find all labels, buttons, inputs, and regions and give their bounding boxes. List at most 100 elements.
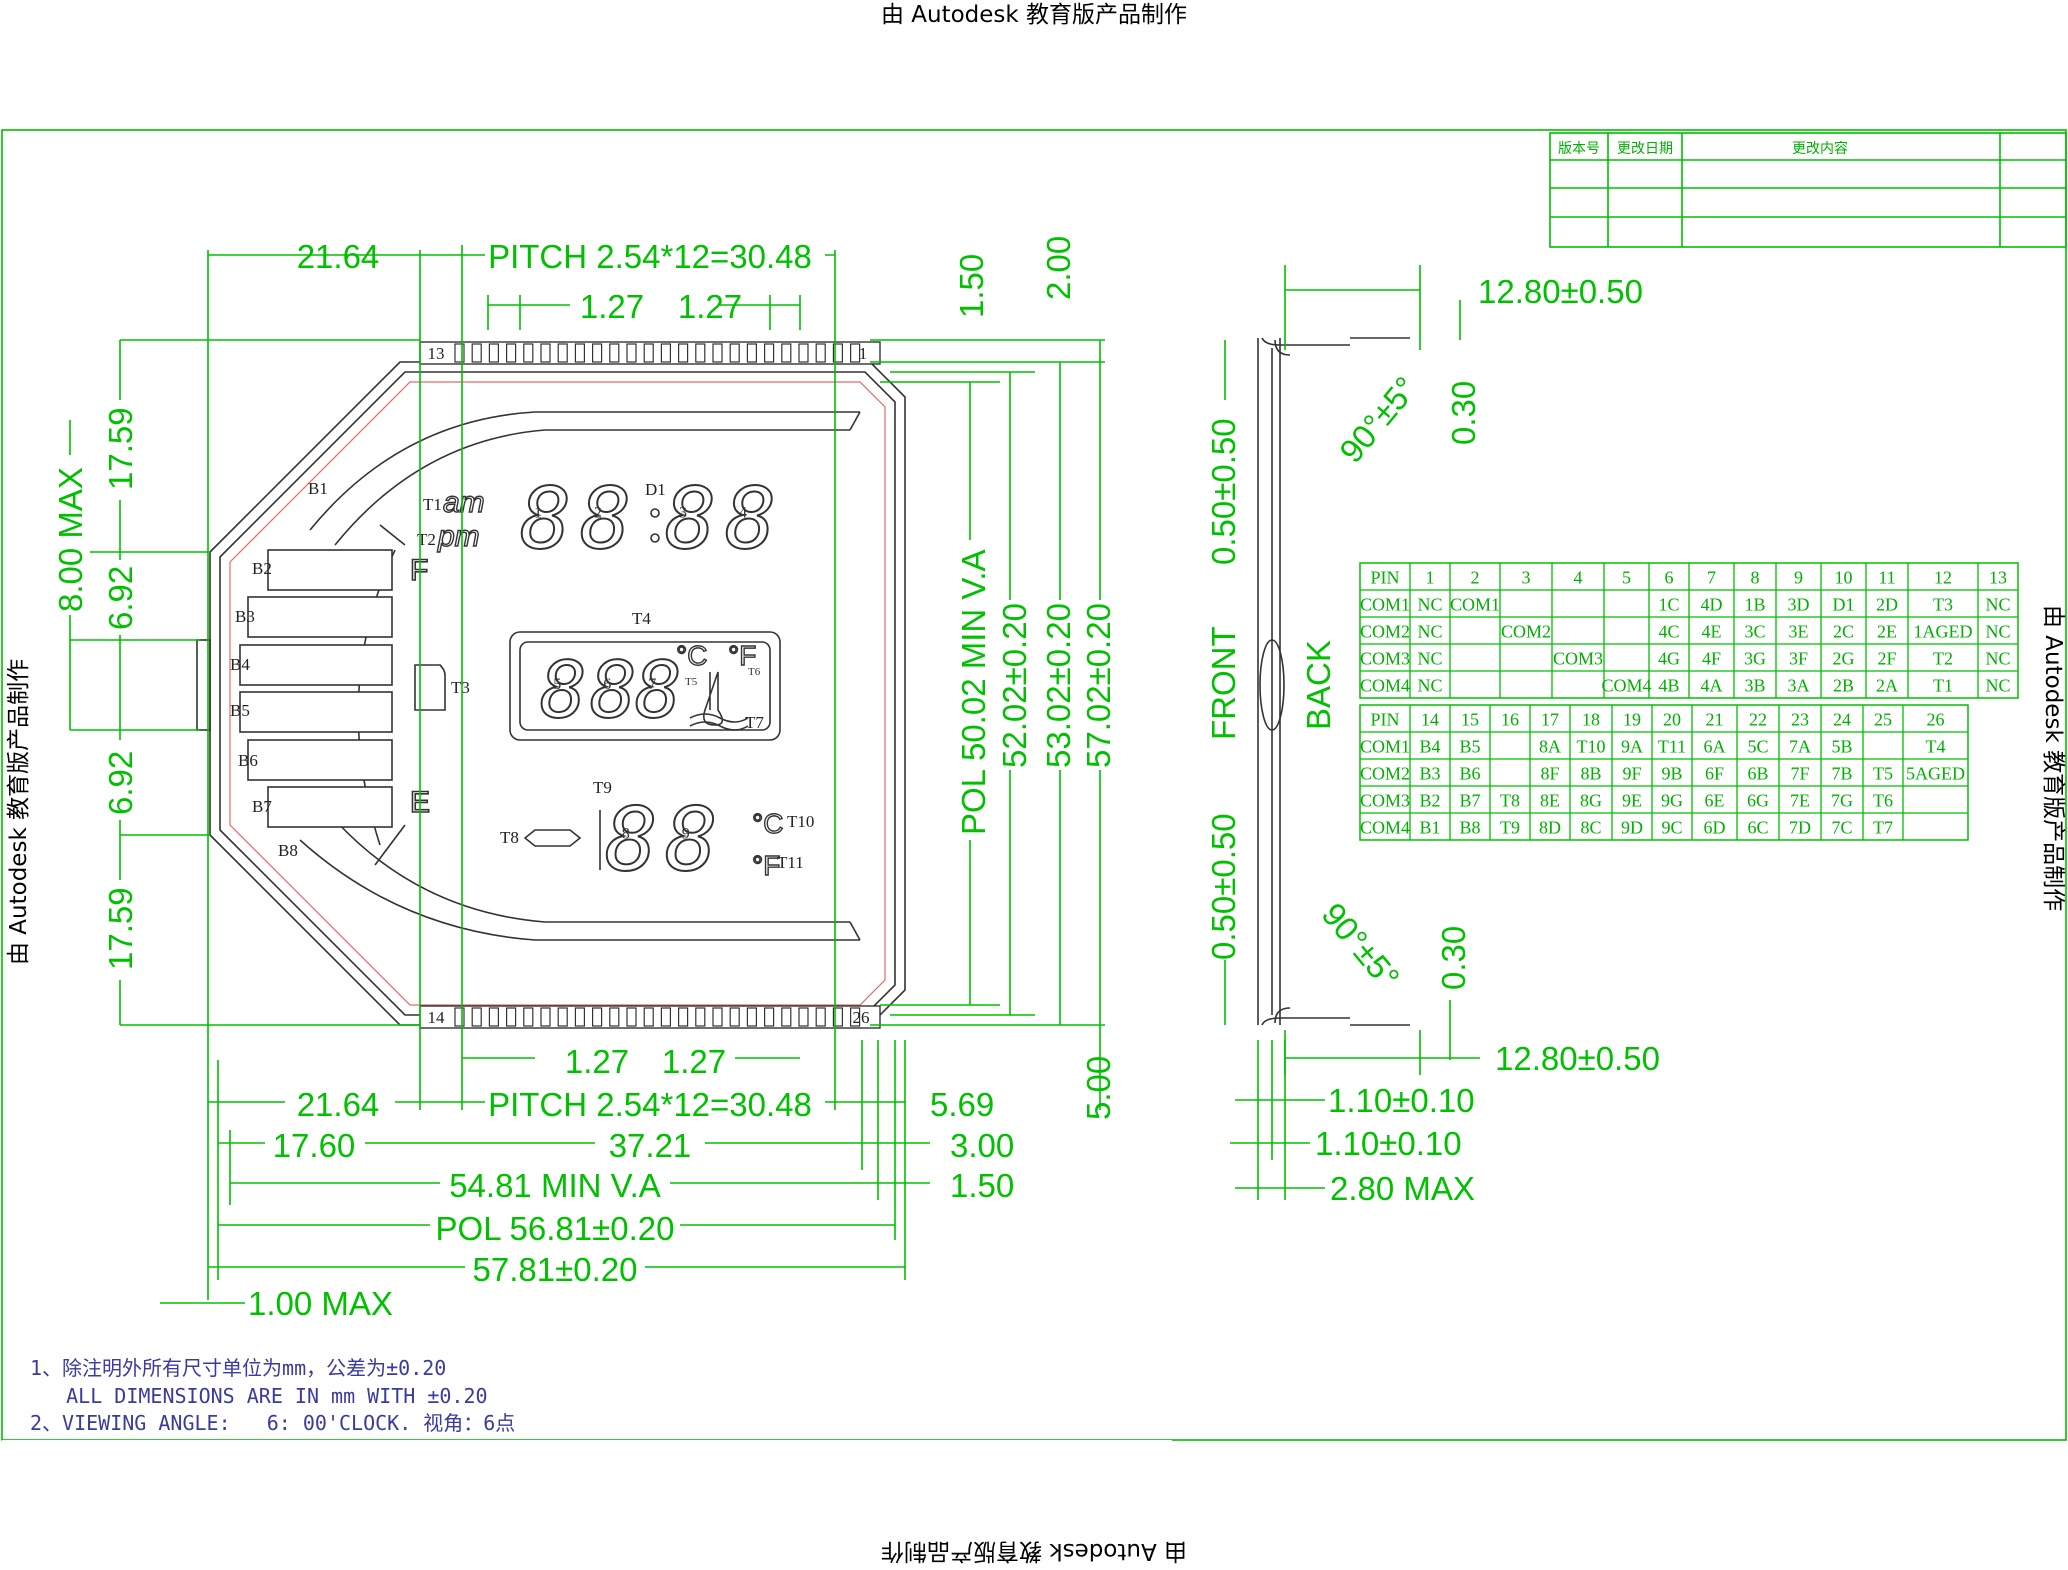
fuel-bar-B4 <box>239 644 393 686</box>
stamp-left: 由 Autodesk 教育版产品制作 <box>6 659 32 965</box>
pin-cell: COM2 <box>1360 621 1410 641</box>
thermometer-icon <box>702 671 724 726</box>
dim-5-69: 5.69 <box>930 1086 994 1123</box>
pin-cell: 4A <box>1701 675 1723 695</box>
pin-cell: 7C <box>1831 817 1852 837</box>
pin-cell: 20 <box>1663 709 1681 729</box>
pin-cell: B5 <box>1459 736 1480 756</box>
pin-cell: 13 <box>1989 567 2007 587</box>
pin-cell: NC <box>1417 594 1442 614</box>
pin-cell: T7 <box>1873 817 1893 837</box>
pin-contact <box>643 343 654 363</box>
temp-digit-5: 8 <box>540 646 587 736</box>
pin-cell: 22 <box>1749 709 1767 729</box>
pin-cell: NC <box>1417 621 1442 641</box>
dim-52-02: 52.02±0.20 <box>996 603 1033 768</box>
dim-pol-50-02: POL 50.02 MIN V.A <box>955 549 992 835</box>
pin-cell: T1 <box>1933 675 1953 695</box>
stamp-right: 由 Autodesk 教育版产品制作 <box>2040 605 2066 911</box>
side-label-front: FRONT <box>1205 626 1242 740</box>
pin-contact <box>763 1007 775 1027</box>
side-dim-0-50-a: 0.50±0.50 <box>1205 418 1242 565</box>
pin-cell: D1 <box>1833 594 1855 614</box>
pin-cell: NC <box>1985 675 2010 695</box>
dim-bot-21-64: 21.64 <box>297 1086 380 1123</box>
pin-cell: 15 <box>1461 709 1479 729</box>
pin-cell: T6 <box>1873 790 1893 810</box>
pin-cell: T11 <box>1658 736 1686 756</box>
pin-cell: 3E <box>1789 621 1809 641</box>
pin-cell: 3B <box>1744 675 1765 695</box>
pin-cell: 3G <box>1744 648 1766 668</box>
lcd-front-view: 13 1 14 26 B1 B2 B3 B4 B5 B6 B7 B8 F E T… <box>196 341 906 1029</box>
clock-digit-1: 8 <box>520 470 571 569</box>
temp-window <box>509 631 781 741</box>
pin-26-label: 26 <box>853 1008 870 1027</box>
side-dim-0-30-a: 0.30 <box>1445 381 1482 445</box>
pin-cell: 4 <box>1574 567 1583 587</box>
dim-bot-1-27-b: 1.27 <box>662 1043 726 1080</box>
fuel-bar-B3 <box>247 596 393 638</box>
label-T8: T8 <box>500 828 519 847</box>
pin-contact <box>643 1007 654 1027</box>
pin-cell: 9E <box>1622 790 1642 810</box>
temp-digit-5-index: 5 <box>553 676 561 693</box>
side-dim-bot-12-80: 12.80±0.50 <box>1495 1040 1660 1077</box>
pin-cell: NC <box>1417 648 1442 668</box>
pin-contact <box>746 343 758 363</box>
pin-contact <box>677 343 689 363</box>
pin-1-label: 1 <box>859 344 868 363</box>
pin-cell: T8 <box>1500 790 1520 810</box>
pin-cell: 9G <box>1661 790 1683 810</box>
pin-contact <box>609 1007 620 1027</box>
pin-cell: 25 <box>1874 709 1892 729</box>
pin-contact <box>815 1007 826 1027</box>
pin-cell: 7D <box>1789 817 1811 837</box>
pin-cell: 9C <box>1661 817 1682 837</box>
pin-cell: 7B <box>1831 763 1852 783</box>
pin-cell: 4B <box>1658 675 1679 695</box>
label-B6: B6 <box>238 751 258 770</box>
pin-cell: B1 <box>1419 817 1440 837</box>
pin-contact <box>626 1007 637 1027</box>
pin-14-label: 14 <box>428 1008 446 1027</box>
pin-cell: 18 <box>1582 709 1600 729</box>
svg-text:°F: °F <box>752 850 780 881</box>
dim-left-6-92-a: 6.92 <box>102 566 139 630</box>
label-T4: T4 <box>632 609 651 628</box>
pin-cell: NC <box>1417 675 1442 695</box>
pin-cell: B4 <box>1419 736 1440 756</box>
pin-cell: 3 <box>1522 567 1531 587</box>
pm-indicator: pm <box>437 520 480 553</box>
pin-contact <box>574 1007 586 1027</box>
label-B8: B8 <box>278 841 298 860</box>
pin-cell: T4 <box>1926 736 1946 756</box>
dim-top-1-27-b: 1.27 <box>678 288 742 325</box>
pin-cell: 8F <box>1540 763 1559 783</box>
label-T6: T6 <box>748 666 761 678</box>
dim-5-00: 5.00 <box>1080 1056 1117 1120</box>
side-dim-2-80: 2.80 MAX <box>1330 1170 1475 1207</box>
pin-cell: 6E <box>1705 790 1725 810</box>
pin-contact <box>781 343 792 363</box>
pin-cell: 6C <box>1747 817 1768 837</box>
pin-cell: 7F <box>1790 763 1809 783</box>
am-indicator: am <box>443 486 485 519</box>
pin-contact <box>626 343 637 363</box>
label-B4: B4 <box>230 655 250 674</box>
pin-cell: 26 <box>1927 709 1945 729</box>
pin-contact <box>540 343 551 363</box>
fuel-bar-B6 <box>247 739 393 781</box>
dim-left-17-59-a: 17.59 <box>102 407 139 490</box>
temp-digit-7-index: 7 <box>648 676 656 693</box>
dim-1-50-bot: 1.50 <box>950 1167 1014 1204</box>
pin-cell: 2D <box>1876 594 1898 614</box>
side-view-glass-ellipse <box>1259 639 1285 731</box>
dim-pol-56-81: POL 56.81±0.20 <box>436 1210 675 1247</box>
side-label-back: BACK <box>1300 640 1337 730</box>
pin-contact <box>832 1007 844 1027</box>
pin-cell: 6B <box>1747 763 1768 783</box>
pin-contact <box>660 343 672 363</box>
